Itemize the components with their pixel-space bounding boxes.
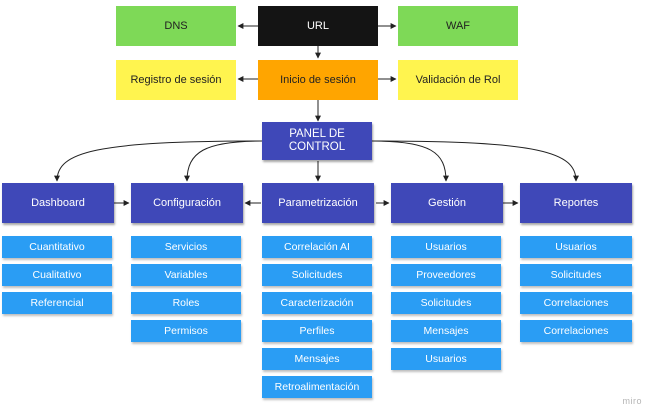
parametrizacion-item-caracterizacion: Caracterización <box>262 292 372 314</box>
edge-panel-configuracion <box>184 140 263 182</box>
parametrizacion-item-retroalimentacion: Retroalimentación <box>262 376 372 398</box>
configuracion-item-permisos: Permisos <box>131 320 241 342</box>
panel-control-line1: PANEL DE <box>289 128 345 140</box>
module-gestion-label: Gestión <box>428 196 466 209</box>
reportes-item-correlaciones-2: Correlaciones <box>520 320 632 342</box>
validacion-rol-node: Validación de Rol <box>398 60 518 100</box>
panel-control-line2: CONTROL <box>288 141 346 153</box>
gestion-item-usuarios-2: Usuarios <box>391 348 501 370</box>
module-dashboard-label: Dashboard <box>31 196 85 209</box>
dns-node: DNS <box>116 6 236 46</box>
edge-panel-dashboard <box>54 140 263 182</box>
registro-sesion-label: Registro de sesión <box>130 73 222 86</box>
reportes-item-solicitudes: Solicitudes <box>520 264 632 286</box>
module-reportes-label: Reportes <box>553 196 599 209</box>
miro-watermark: miro <box>622 396 642 406</box>
parametrizacion-item-mensajes: Mensajes <box>262 348 372 370</box>
configuracion-item-variables: Variables <box>131 264 241 286</box>
gestion-item-label: Mensajes <box>423 324 469 337</box>
dashboard-item-label: Referencial <box>30 296 84 309</box>
reportes-item-label: Correlaciones <box>543 296 609 309</box>
reportes-item-correlaciones: Correlaciones <box>520 292 632 314</box>
inicio-sesion-label: Inicio de sesión <box>280 73 356 86</box>
dns-label: DNS <box>164 19 188 32</box>
module-parametrizacion-label: Parametrización <box>278 196 358 209</box>
dashboard-item-cuantitativo: Cuantitativo <box>2 236 112 258</box>
dashboard-item-referencial: Referencial <box>2 292 112 314</box>
parametrizacion-item-label: Correlación AI <box>284 240 350 253</box>
waf-label: WAF <box>445 19 471 32</box>
parametrizacion-item-label: Solicitudes <box>291 268 343 281</box>
url-node: URL <box>258 6 378 46</box>
registro-sesion-node: Registro de sesión <box>116 60 236 100</box>
edge-panel-gestion <box>371 140 449 182</box>
configuracion-item-label: Permisos <box>164 324 208 337</box>
gestion-item-label: Usuarios <box>425 240 467 253</box>
dashboard-item-label: Cuantitativo <box>29 240 85 253</box>
parametrizacion-item-solicitudes: Solicitudes <box>262 264 372 286</box>
reportes-item-usuarios: Usuarios <box>520 236 632 258</box>
url-label: URL <box>306 19 329 32</box>
gestion-item-label: Usuarios <box>425 352 467 365</box>
inicio-sesion-node: Inicio de sesión <box>258 60 378 100</box>
parametrizacion-item-label: Caracterización <box>280 296 354 309</box>
parametrizacion-item-label: Mensajes <box>294 352 340 365</box>
gestion-item-usuarios: Usuarios <box>391 236 501 258</box>
panel-control-node: PANEL DE CONTROL <box>262 122 372 160</box>
dashboard-item-label: Cualitativo <box>32 268 82 281</box>
parametrizacion-item-correlacion-ai: Correlación AI <box>262 236 372 258</box>
parametrizacion-item-perfiles: Perfiles <box>262 320 372 342</box>
module-gestion: Gestión <box>391 183 503 223</box>
reportes-item-label: Usuarios <box>555 240 597 253</box>
module-reportes: Reportes <box>520 183 632 223</box>
module-configuracion-label: Configuración <box>153 196 221 209</box>
gestion-item-proveedores: Proveedores <box>391 264 501 286</box>
reportes-item-label: Correlaciones <box>543 324 609 337</box>
module-dashboard: Dashboard <box>2 183 114 223</box>
configuracion-item-label: Variables <box>164 268 208 281</box>
reportes-item-label: Solicitudes <box>550 268 602 281</box>
configuracion-item-servicios: Servicios <box>131 236 241 258</box>
parametrizacion-item-label: Perfiles <box>299 324 335 337</box>
module-configuracion: Configuración <box>131 183 243 223</box>
gestion-item-solicitudes: Solicitudes <box>391 292 501 314</box>
edge-panel-reportes <box>371 140 579 182</box>
gestion-item-label: Proveedores <box>416 268 476 281</box>
gestion-item-mensajes: Mensajes <box>391 320 501 342</box>
configuracion-item-label: Servicios <box>164 240 208 253</box>
gestion-item-label: Solicitudes <box>420 296 472 309</box>
module-parametrizacion: Parametrización <box>262 183 374 223</box>
dashboard-item-cualitativo: Cualitativo <box>2 264 112 286</box>
configuracion-item-roles: Roles <box>131 292 241 314</box>
parametrizacion-item-label: Retroalimentación <box>274 380 360 393</box>
waf-node: WAF <box>398 6 518 46</box>
configuracion-item-label: Roles <box>172 296 200 309</box>
validacion-rol-label: Validación de Rol <box>415 73 501 86</box>
